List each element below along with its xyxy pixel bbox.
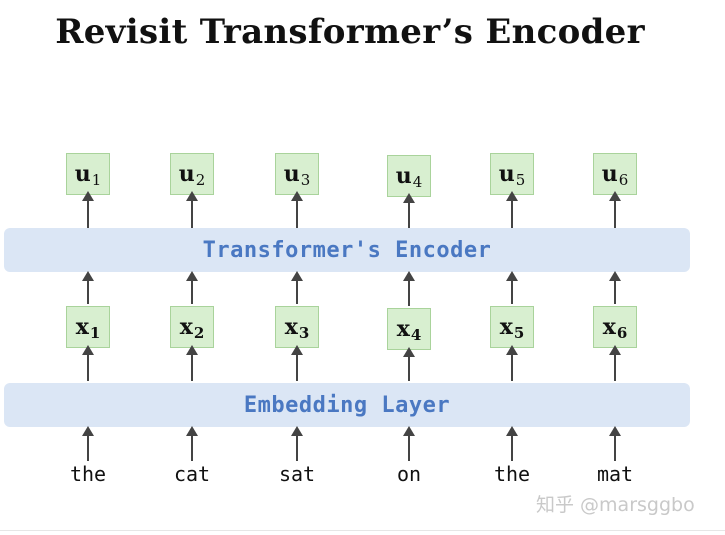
- node-sub: 2: [195, 171, 206, 189]
- arrow-up-icon: [506, 191, 518, 228]
- node-sub: 4: [412, 173, 423, 191]
- arrow-up-icon: [291, 271, 303, 304]
- arrow-up-icon: [186, 271, 198, 304]
- embedding-label: Embedding Layer: [243, 392, 451, 418]
- node-sub: 6: [616, 324, 628, 342]
- arrow-up-icon: [403, 271, 415, 306]
- node-var: u: [498, 161, 515, 187]
- node-var: x: [602, 314, 616, 340]
- node-sub: 5: [515, 171, 526, 189]
- arrow-up-icon: [506, 271, 518, 304]
- arrow-up-icon: [506, 345, 518, 381]
- arrow-up-icon: [403, 193, 415, 228]
- arrow-up-icon: [506, 426, 518, 461]
- arrow-up-icon: [186, 426, 198, 461]
- arrow-up-icon: [609, 271, 621, 304]
- input-word: the: [493, 462, 531, 486]
- bottom-divider: [0, 530, 725, 531]
- input-word: mat: [596, 462, 634, 486]
- arrow-up-icon: [609, 345, 621, 381]
- arrow-up-icon: [82, 191, 94, 228]
- node-sub: 6: [618, 171, 629, 189]
- node-var: x: [284, 314, 298, 340]
- arrow-up-icon: [403, 426, 415, 461]
- arrow-up-icon: [291, 345, 303, 381]
- node-var: u: [395, 163, 412, 189]
- node-var: u: [601, 161, 618, 187]
- node-var: u: [283, 161, 300, 187]
- node-sub: 5: [513, 324, 525, 342]
- node-var: x: [179, 314, 193, 340]
- diagram-title: Revisit Transformer’s Encoder: [55, 12, 645, 52]
- arrow-up-icon: [82, 345, 94, 381]
- arrow-up-icon: [186, 191, 198, 228]
- node-sub: 1: [89, 324, 101, 342]
- arrow-up-icon: [609, 191, 621, 228]
- input-word: the: [69, 462, 107, 486]
- encoder-label: Transformer's Encoder: [202, 237, 492, 263]
- node-var: x: [75, 314, 89, 340]
- node-sub: 3: [298, 324, 310, 342]
- arrow-up-icon: [291, 191, 303, 228]
- arrow-up-icon: [82, 271, 94, 304]
- node-sub: 2: [193, 324, 205, 342]
- arrow-up-icon: [291, 426, 303, 461]
- node-var: u: [178, 161, 195, 187]
- arrow-up-icon: [82, 426, 94, 461]
- node-sub: 1: [91, 171, 102, 189]
- input-word: sat: [278, 462, 316, 486]
- node-var: u: [74, 161, 91, 187]
- watermark: 知乎 @marsggbo: [536, 494, 695, 516]
- input-word: on: [396, 462, 422, 486]
- node-var: x: [396, 316, 410, 342]
- arrow-up-icon: [609, 426, 621, 461]
- embedding-layer: Embedding Layer: [4, 383, 690, 427]
- node-sub: 4: [410, 326, 422, 344]
- node-sub: 3: [300, 171, 311, 189]
- arrow-up-icon: [186, 345, 198, 381]
- encoder-layer: Transformer's Encoder: [4, 228, 690, 272]
- input-word: cat: [173, 462, 211, 486]
- arrow-up-icon: [403, 347, 415, 381]
- node-var: x: [499, 314, 513, 340]
